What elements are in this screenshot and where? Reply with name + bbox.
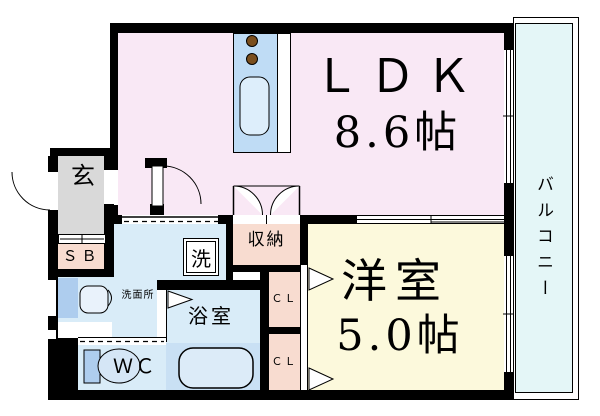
washing-machine-icon: 洗 <box>183 238 219 276</box>
western-label: 洋室 <box>341 254 449 308</box>
wall <box>157 280 269 290</box>
wall <box>145 158 167 168</box>
room-washroom <box>112 224 157 338</box>
wall <box>150 204 164 215</box>
kitchen-counter-edge <box>277 33 291 153</box>
entrance-label: 玄 <box>71 162 95 190</box>
vanity-counter <box>58 278 78 318</box>
room-entrance <box>58 156 108 234</box>
ldk-area-label: 8.6帖 <box>333 108 462 158</box>
wall <box>48 156 58 172</box>
washroom-sliding-door <box>122 215 218 224</box>
balcony-label: バルコニー <box>533 175 553 305</box>
wall <box>48 269 112 277</box>
closet-door-strip <box>300 265 308 390</box>
ldk-western-partition <box>357 215 504 224</box>
room-shoe-box <box>58 244 105 269</box>
washroom-label: 洗面所 <box>121 290 155 301</box>
entrance-doorway <box>104 170 114 204</box>
wall <box>48 390 513 400</box>
wall <box>104 156 114 277</box>
wall <box>110 23 118 170</box>
wall <box>504 23 513 50</box>
toilet-label: ＷＣ <box>113 354 157 378</box>
bathroom-door-strip <box>157 290 167 342</box>
entry-door-swing-icon <box>11 171 51 211</box>
wall <box>504 372 513 400</box>
room-storage <box>233 223 300 265</box>
bathroom-label: 浴室 <box>188 304 234 328</box>
wall <box>110 205 118 224</box>
ldk-window <box>504 50 513 183</box>
wall-notch <box>48 330 56 339</box>
room-closet-upper <box>269 272 300 327</box>
wall <box>269 327 300 334</box>
wall <box>260 265 269 390</box>
wall <box>50 148 118 156</box>
shoe-cabinet <box>58 234 106 244</box>
closet-lower-label: ＣＬ <box>271 355 298 368</box>
storage-label: 収納 <box>247 230 286 250</box>
wall <box>58 338 78 390</box>
wall <box>504 183 513 256</box>
room-closet-lower <box>269 334 300 390</box>
western-area-label: 5.0帖 <box>336 311 464 361</box>
wall <box>110 23 513 33</box>
wall-notch <box>48 280 56 316</box>
closet-upper-label: ＣＬ <box>271 292 298 305</box>
storage-door-opening <box>233 215 300 224</box>
shoe-box-label: ＳＢ <box>62 247 101 265</box>
wall <box>226 215 233 280</box>
ldk-label: ＬＤＫ <box>313 49 482 103</box>
room-western <box>308 224 504 390</box>
hall-gap <box>58 322 108 338</box>
room-balcony <box>515 23 573 393</box>
western-window <box>504 256 513 372</box>
toilet-sliding-door <box>78 337 166 345</box>
washer-label: 洗 <box>191 246 211 271</box>
